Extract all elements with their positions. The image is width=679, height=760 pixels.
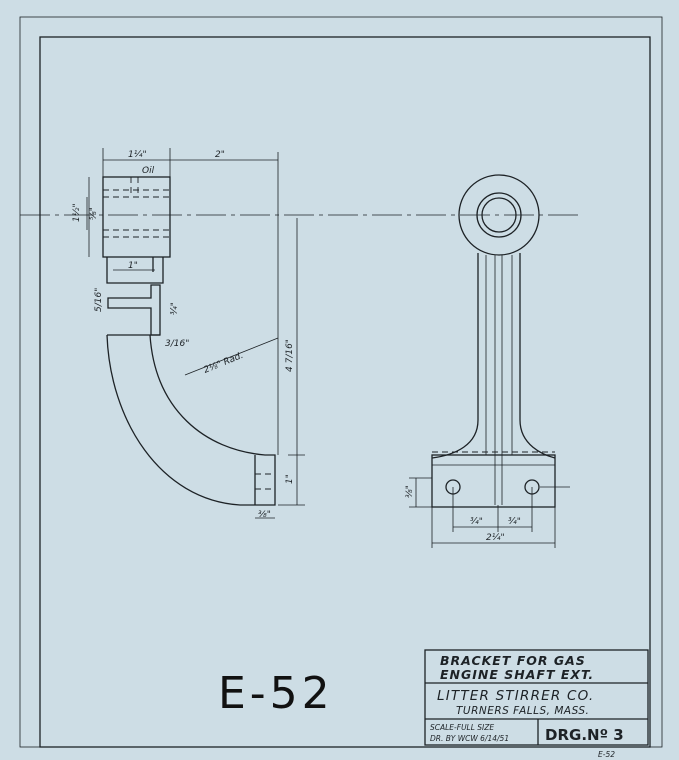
dim-bore: ⅝" — [89, 207, 99, 220]
drawing-number: DRG.Nº 3 — [545, 726, 624, 744]
dim-web-thickness: 5/16" — [94, 288, 104, 312]
dim-oil: Oil — [142, 166, 155, 176]
dim-foot-height: 1" — [285, 474, 295, 484]
handwritten-id: E-52 — [218, 668, 334, 719]
title-line-2: ENGINE SHAFT EXT. — [440, 667, 594, 682]
title-block — [424, 649, 649, 746]
scale-note: SCALE-FULL SIZE — [430, 723, 494, 732]
title-line-1: BRACKET FOR GAS — [440, 653, 586, 668]
dim-top-width: 1¼" — [128, 150, 147, 160]
dim-boss-height: 1½" — [72, 203, 82, 222]
small-id: E-52 — [598, 750, 615, 759]
dim-hole-right: ¾" — [508, 517, 521, 527]
dim-neck: 1" — [128, 261, 138, 271]
side-view — [86, 148, 305, 519]
drawn-by: DR. BY WCW 6/14/51 — [430, 734, 509, 743]
outer-border — [19, 16, 663, 748]
dim-height: 4 7/16" — [285, 339, 295, 372]
dim-offset: 2" — [215, 150, 225, 160]
dim-flange-thickness: 3/16" — [165, 339, 189, 349]
dim-radius: 2⅛" Rad. — [202, 351, 244, 376]
company-location: TURNERS FALLS, MASS. — [456, 705, 589, 717]
dim-base-width: 2¼" — [486, 533, 505, 543]
dim-hole-left: ¾" — [470, 517, 483, 527]
dim-foot-width: ⅜" — [258, 510, 271, 520]
inner-border — [39, 36, 651, 748]
dim-hole-height: ⅜" — [405, 485, 415, 498]
dim-flange-depth: ¾" — [170, 302, 180, 315]
company-name: LITTER STIRRER CO. — [437, 688, 594, 704]
front-view — [409, 174, 575, 548]
